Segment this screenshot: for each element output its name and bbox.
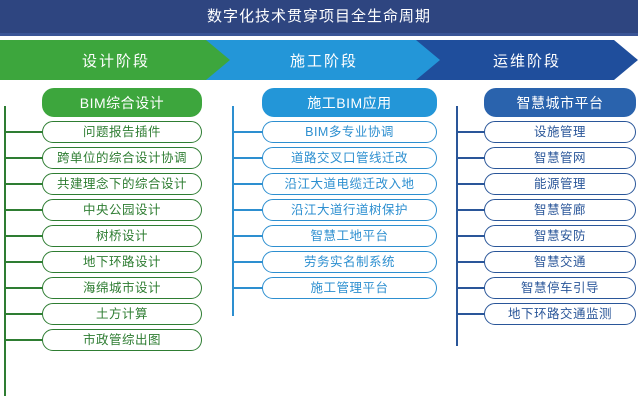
- list-item[interactable]: 市政管综出图: [42, 329, 202, 351]
- phase-label-design: 设计阶段: [81, 52, 150, 70]
- node-head-design[interactable]: BIM综合设计: [42, 88, 202, 117]
- phase-chevron-construction[interactable]: 施工阶段: [206, 40, 442, 80]
- list-item[interactable]: 智慧工地平台: [262, 225, 437, 247]
- list-item[interactable]: 道路交叉口管线迁改: [262, 147, 437, 169]
- tree-spine-operation: [456, 106, 458, 346]
- page-title: 数字化技术贯穿项目全生命周期: [206, 8, 431, 25]
- phase-chevron-operation[interactable]: 运维阶段: [416, 40, 638, 80]
- list-item[interactable]: 能源管理: [484, 173, 636, 195]
- list-item[interactable]: 地下环路设计: [42, 251, 202, 273]
- tree-spine-design: [4, 106, 6, 396]
- list-item[interactable]: 问题报告插件: [42, 121, 202, 143]
- list-item[interactable]: BIM多专业协调: [262, 121, 437, 143]
- list-item[interactable]: 沿江大道电缆迁改入地: [262, 173, 437, 195]
- list-item[interactable]: 共建理念下的综合设计: [42, 173, 202, 195]
- phase-chevron-design[interactable]: 设计阶段: [0, 40, 232, 80]
- phase-banner: 设计阶段 施工阶段 运维阶段: [0, 40, 638, 80]
- column-design: BIM综合设计 问题报告插件 跨单位的综合设计协调 共建理念下的综合设计 中央公…: [2, 88, 202, 396]
- list-item[interactable]: 中央公园设计: [42, 199, 202, 221]
- list-item[interactable]: 施工管理平台: [262, 277, 437, 299]
- node-head-operation[interactable]: 智慧城市平台: [484, 88, 636, 117]
- list-item[interactable]: 智慧安防: [484, 225, 636, 247]
- column-construction: 施工BIM应用 BIM多专业协调 道路交叉口管线迁改 沿江大道电缆迁改入地 沿江…: [232, 88, 444, 316]
- list-item[interactable]: 地下环路交通监测: [484, 303, 636, 325]
- list-item[interactable]: 海绵城市设计: [42, 277, 202, 299]
- list-item[interactable]: 智慧管网: [484, 147, 636, 169]
- column-operation: 智慧城市平台 设施管理 智慧管网 能源管理 智慧管廊 智慧安防 智慧交通 智慧停…: [456, 88, 636, 346]
- title-underline: [0, 33, 638, 36]
- list-item[interactable]: 设施管理: [484, 121, 636, 143]
- list-item[interactable]: 劳务实名制系统: [262, 251, 437, 273]
- list-item[interactable]: 沿江大道行道树保护: [262, 199, 437, 221]
- phase-label-operation: 运维阶段: [492, 52, 561, 70]
- list-item[interactable]: 智慧交通: [484, 251, 636, 273]
- list-item[interactable]: 土方计算: [42, 303, 202, 325]
- node-head-construction[interactable]: 施工BIM应用: [262, 88, 437, 117]
- list-item[interactable]: 树桥设计: [42, 225, 202, 247]
- phase-label-construction: 施工阶段: [289, 52, 358, 70]
- list-item[interactable]: 智慧管廊: [484, 199, 636, 221]
- list-item[interactable]: 智慧停车引导: [484, 277, 636, 299]
- page-title-bar: 数字化技术贯穿项目全生命周期: [0, 0, 638, 33]
- tree-spine-construction: [232, 106, 234, 316]
- list-item[interactable]: 跨单位的综合设计协调: [42, 147, 202, 169]
